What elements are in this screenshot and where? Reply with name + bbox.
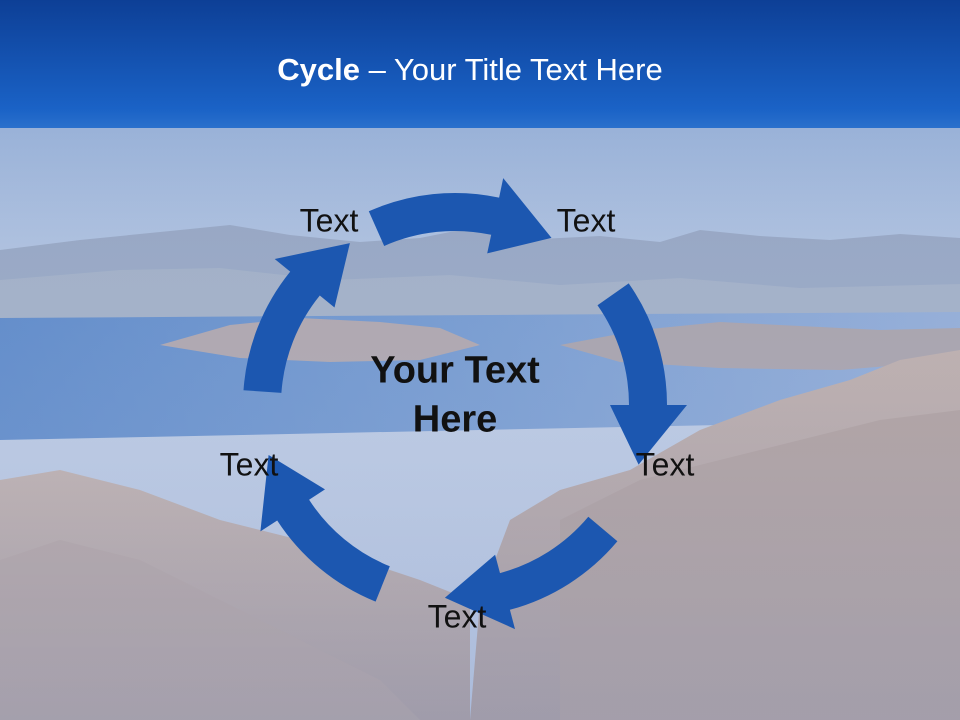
cycle-label-1: Text <box>299 202 359 239</box>
cycle-arrow-5 <box>243 243 350 393</box>
cycle-label-3: Text <box>635 446 695 483</box>
center-text-line-1: Your Text <box>370 349 540 392</box>
title-rest: – Your Title Text Here <box>360 52 663 87</box>
title-bold: Cycle <box>277 52 360 87</box>
center-text: Your Text Here <box>335 347 575 446</box>
cycle-arrow-1 <box>368 178 552 254</box>
cycle-arrow-4 <box>260 455 390 602</box>
cycle-arrow-2 <box>597 283 687 465</box>
cycle-label-2: Text <box>556 202 616 239</box>
cycle-arrow-3 <box>444 516 618 630</box>
cycle-label-5: Text <box>219 446 279 483</box>
cycle-label-4: Text <box>427 598 487 635</box>
slide-title: Cycle – Your Title Text Here <box>0 52 940 88</box>
center-text-line-2: Here <box>412 399 498 441</box>
